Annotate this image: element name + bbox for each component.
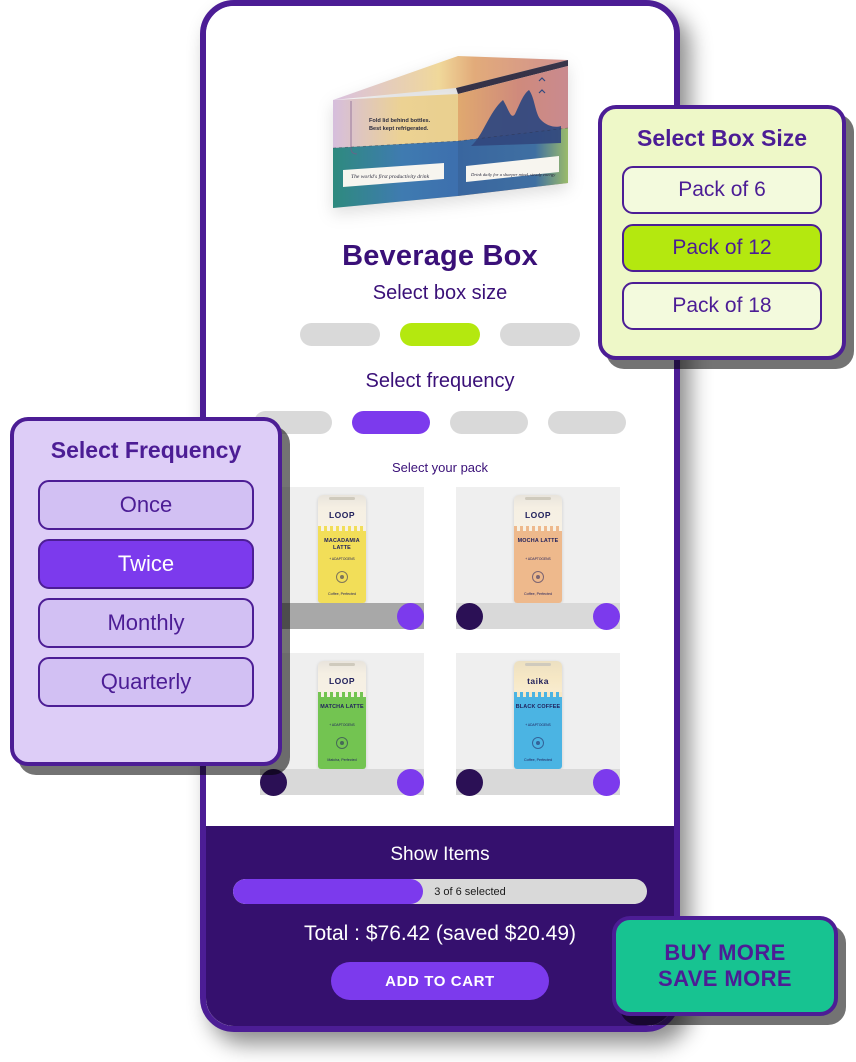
pack-grid: LOOP MACADAMIA LATTE + ADAPTOGENS Coffee… [206,487,674,796]
frequency-pill-4[interactable] [548,411,626,434]
quantity-stepper[interactable] [456,602,620,630]
can-footer-text: Coffee, Perfected [328,591,356,596]
phone-screen: Fold lid behind bottles. Best kept refri… [206,6,674,1026]
can-footer-text: Coffee, Perfected [524,757,552,762]
total-price-text: Total : $76.42 (saved $20.49) [303,922,576,945]
beverage-box-image: Fold lid behind bottles. Best kept refri… [311,48,569,216]
pack-thumbnail: LOOP MATCHA LATTE + ADAPTOGENS Matcha, P… [260,653,424,769]
svg-text:Fold lid behind bottles.: Fold lid behind bottles. [369,118,431,124]
quantity-stepper[interactable] [260,602,424,630]
frequency-option-quarterly[interactable]: Quarterly [38,657,254,707]
frequency-section-label: Select frequency [365,370,515,392]
show-items-label[interactable]: Show Items [390,844,490,865]
cart-footer: Show Items 3 of 6 selected Total : $76.4… [206,826,674,1026]
increment-button[interactable] [593,768,620,796]
can-flavor: MACADAMIA LATTE [324,538,360,551]
frequency-pill-2-selected[interactable] [352,411,430,434]
can-flavor: MATCHA LATTE [320,704,364,711]
decrement-button[interactable] [456,602,483,630]
can-flavor: BLACK COFFEE [515,704,561,711]
box-illustration: Fold lid behind bottles. Best kept refri… [332,56,569,208]
box-size-option-pack-of-6[interactable]: Pack of 6 [622,166,822,214]
buy-more-save-more-badge[interactable]: BUY MORE SAVE MORE [612,916,838,1016]
selection-progress-bar[interactable]: 3 of 6 selected [233,879,647,904]
can-seal-icon [336,736,348,749]
box-size-option-pack-of-12[interactable]: Pack of 12 [622,224,822,272]
progress-text: 3 of 6 selected [434,885,506,898]
product-subtitle: Select box size [372,282,508,304]
pack-card-macadamia-latte[interactable]: LOOP MACADAMIA LATTE + ADAPTOGENS Coffee… [260,487,424,630]
select-frequency-panel: Select Frequency Once Twice Monthly Quar… [10,417,282,766]
can-image: taika BLACK COFFEE + ADAPTOGENS Coffee, … [514,661,562,769]
frequency-option-once[interactable]: Once [38,480,254,530]
svg-text:Best kept refrigerated.: Best kept refrigerated. [369,126,429,132]
can-brand: LOOP [524,510,552,521]
pack-card-mocha-latte[interactable]: LOOP MOCHA LATTE + ADAPTOGENS Coffee, Pe… [456,487,620,630]
product-hero: Fold lid behind bottles. Best kept refri… [206,6,674,305]
can-adaptogens: + ADAPTOGENS [329,556,355,561]
quantity-stepper[interactable] [456,768,620,796]
can-footer-text: Matcha, Perfected [327,757,357,762]
can-adaptogens: + ADAPTOGENS [525,722,551,727]
frequency-pill-3[interactable] [450,411,528,434]
can-adaptogens: + ADAPTOGENS [329,722,355,727]
box-size-pill-row [206,323,674,346]
product-title: Beverage Box [342,240,538,272]
can-seal-icon [532,736,544,749]
pack-thumbnail: LOOP MACADAMIA LATTE + ADAPTOGENS Coffee… [260,487,424,603]
quantity-stepper[interactable] [260,768,424,796]
frequency-pill-row [206,411,674,434]
add-to-cart-button[interactable]: ADD TO CART [331,962,549,1000]
frequency-option-twice[interactable]: Twice [38,539,254,589]
badge-line-1: BUY MORE [664,939,786,965]
can-seal-icon [532,570,544,583]
can-image: LOOP MACADAMIA LATTE + ADAPTOGENS Coffee… [318,495,366,603]
box-size-option-pack-of-18[interactable]: Pack of 18 [622,282,822,330]
progress-fill [233,879,424,904]
badge-text: BUY MORE SAVE MORE [658,940,792,993]
frequency-option-monthly[interactable]: Monthly [38,598,254,648]
select-box-size-panel: Select Box Size Pack of 6 Pack of 12 Pac… [598,105,846,360]
box-size-pill-2-selected[interactable] [400,323,480,346]
svg-text:Drink daily for a sharper mind: Drink daily for a sharper mind, steady e… [470,172,556,178]
can-brand: LOOP [328,510,356,521]
pack-thumbnail: LOOP MOCHA LATTE + ADAPTOGENS Coffee, Pe… [456,487,620,603]
can-brand: LOOP [328,676,356,687]
box-size-pill-1[interactable] [300,323,380,346]
can-adaptogens: + ADAPTOGENS [525,556,551,561]
frequency-panel-title: Select Frequency [50,437,242,463]
decrement-button[interactable] [456,768,483,796]
decrement-button[interactable] [260,768,287,796]
pack-section-label: Select your pack [391,460,489,475]
can-footer-text: Coffee, Perfected [524,591,552,596]
pack-thumbnail: taika BLACK COFFEE + ADAPTOGENS Coffee, … [456,653,620,769]
can-image: LOOP MATCHA LATTE + ADAPTOGENS Matcha, P… [318,661,366,769]
pack-card-matcha-latte[interactable]: LOOP MATCHA LATTE + ADAPTOGENS Matcha, P… [260,653,424,796]
pack-card-black-coffee[interactable]: taika BLACK COFFEE + ADAPTOGENS Coffee, … [456,653,620,796]
increment-button[interactable] [397,602,424,630]
can-seal-icon [336,570,348,583]
can-flavor: MOCHA LATTE [517,538,559,545]
increment-button[interactable] [397,768,424,796]
box-size-pill-3[interactable] [500,323,580,346]
can-brand: taika [527,676,549,687]
can-image: LOOP MOCHA LATTE + ADAPTOGENS Coffee, Pe… [514,495,562,603]
badge-line-2: SAVE MORE [658,966,792,991]
increment-button[interactable] [593,602,620,630]
box-size-panel-title: Select Box Size [636,125,808,151]
svg-text:The world's first productivity: The world's first productivity drink [351,173,430,180]
